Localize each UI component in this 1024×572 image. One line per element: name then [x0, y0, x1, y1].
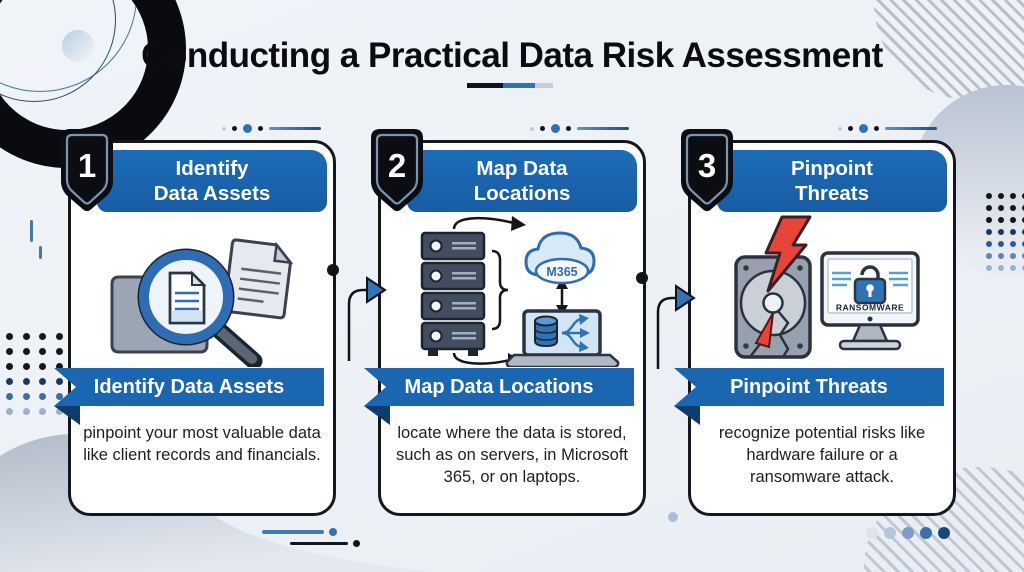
- step1-number: 1: [78, 147, 96, 184]
- right-dot-grid: [986, 193, 1024, 271]
- title-divider: [467, 83, 553, 88]
- fade-dots-decoration: [866, 527, 950, 539]
- step2-badge-icon: 2: [371, 129, 423, 211]
- cloud-icon: M365: [524, 231, 596, 285]
- card1-title-line1: Identify: [175, 157, 249, 180]
- red-shard: [754, 312, 774, 349]
- connector-arrow-1: [327, 264, 387, 361]
- map-data-locations-icon: M365: [420, 216, 620, 367]
- padlock-icon: [853, 265, 887, 305]
- step-card-pinpoint-threats: Pinpoint Threats 3: [674, 129, 956, 516]
- card1-ribbon: Identify Data Assets: [54, 368, 324, 406]
- card3-ribbon: Pinpoint Threats: [674, 368, 944, 406]
- gradient-dot-decoration: [62, 30, 94, 62]
- branch-arrows: [561, 317, 582, 349]
- lightning-bolt-icon: [764, 215, 812, 293]
- card1-title-line2: Data Assets: [153, 182, 271, 205]
- magnifier-icon: [137, 248, 263, 367]
- card1-topper-decoration: [222, 124, 321, 133]
- card2-description: locate where the data is stored, such as…: [396, 424, 628, 486]
- identify-data-assets-icon: [110, 238, 294, 367]
- database-icon: [534, 315, 558, 348]
- step-card-identify-data-assets: Identify Data Assets 1: [54, 129, 336, 516]
- card3-description: recognize potential risks like hardware …: [718, 424, 926, 486]
- card2-topper-decoration: [530, 124, 629, 133]
- card3-header: Pinpoint Threats: [717, 150, 947, 212]
- step1-badge-icon: 1: [61, 129, 113, 211]
- card2-ribbon: Map Data Locations: [364, 368, 634, 406]
- step3-badge-icon: 3: [681, 129, 733, 211]
- server-icon: [420, 231, 486, 356]
- card3-topper-decoration: [838, 124, 937, 133]
- card1-description: pinpoint your most valuable data like cl…: [83, 424, 321, 464]
- pinpoint-threats-icon: RANSOMWARE: [734, 215, 920, 359]
- step2-number: 2: [388, 147, 406, 184]
- card3-title-line2: Threats: [794, 182, 870, 205]
- ransomware-monitor-icon: RANSOMWARE: [820, 251, 920, 351]
- laptop-icon: [505, 309, 620, 367]
- document-icon: [223, 238, 294, 320]
- step3-number: 3: [698, 147, 716, 184]
- card1-header: Identify Data Assets: [97, 150, 327, 212]
- card3-ribbon-fold: [674, 406, 700, 425]
- flow-arrows: [452, 217, 564, 365]
- page-title: Conducting a Practical Data Risk Assessm…: [141, 36, 883, 75]
- card3-title-line1: Pinpoint: [791, 157, 873, 180]
- left-tick-lines: [28, 220, 42, 259]
- card2-title-line2: Locations: [473, 182, 571, 205]
- ransomware-label: RANSOMWARE: [836, 303, 904, 313]
- hard-drive-icon: [734, 255, 812, 359]
- step-card-map-data-locations: Map Data Locations 2: [364, 129, 646, 516]
- connector-arrow-2: [636, 272, 696, 369]
- m365-badge-label: M365: [546, 265, 577, 279]
- single-dot-decoration: [668, 512, 678, 522]
- bottom-lines-decoration: [262, 528, 360, 547]
- card2-title-line1: Map Data: [476, 157, 568, 180]
- card2-header: Map Data Locations: [407, 150, 637, 212]
